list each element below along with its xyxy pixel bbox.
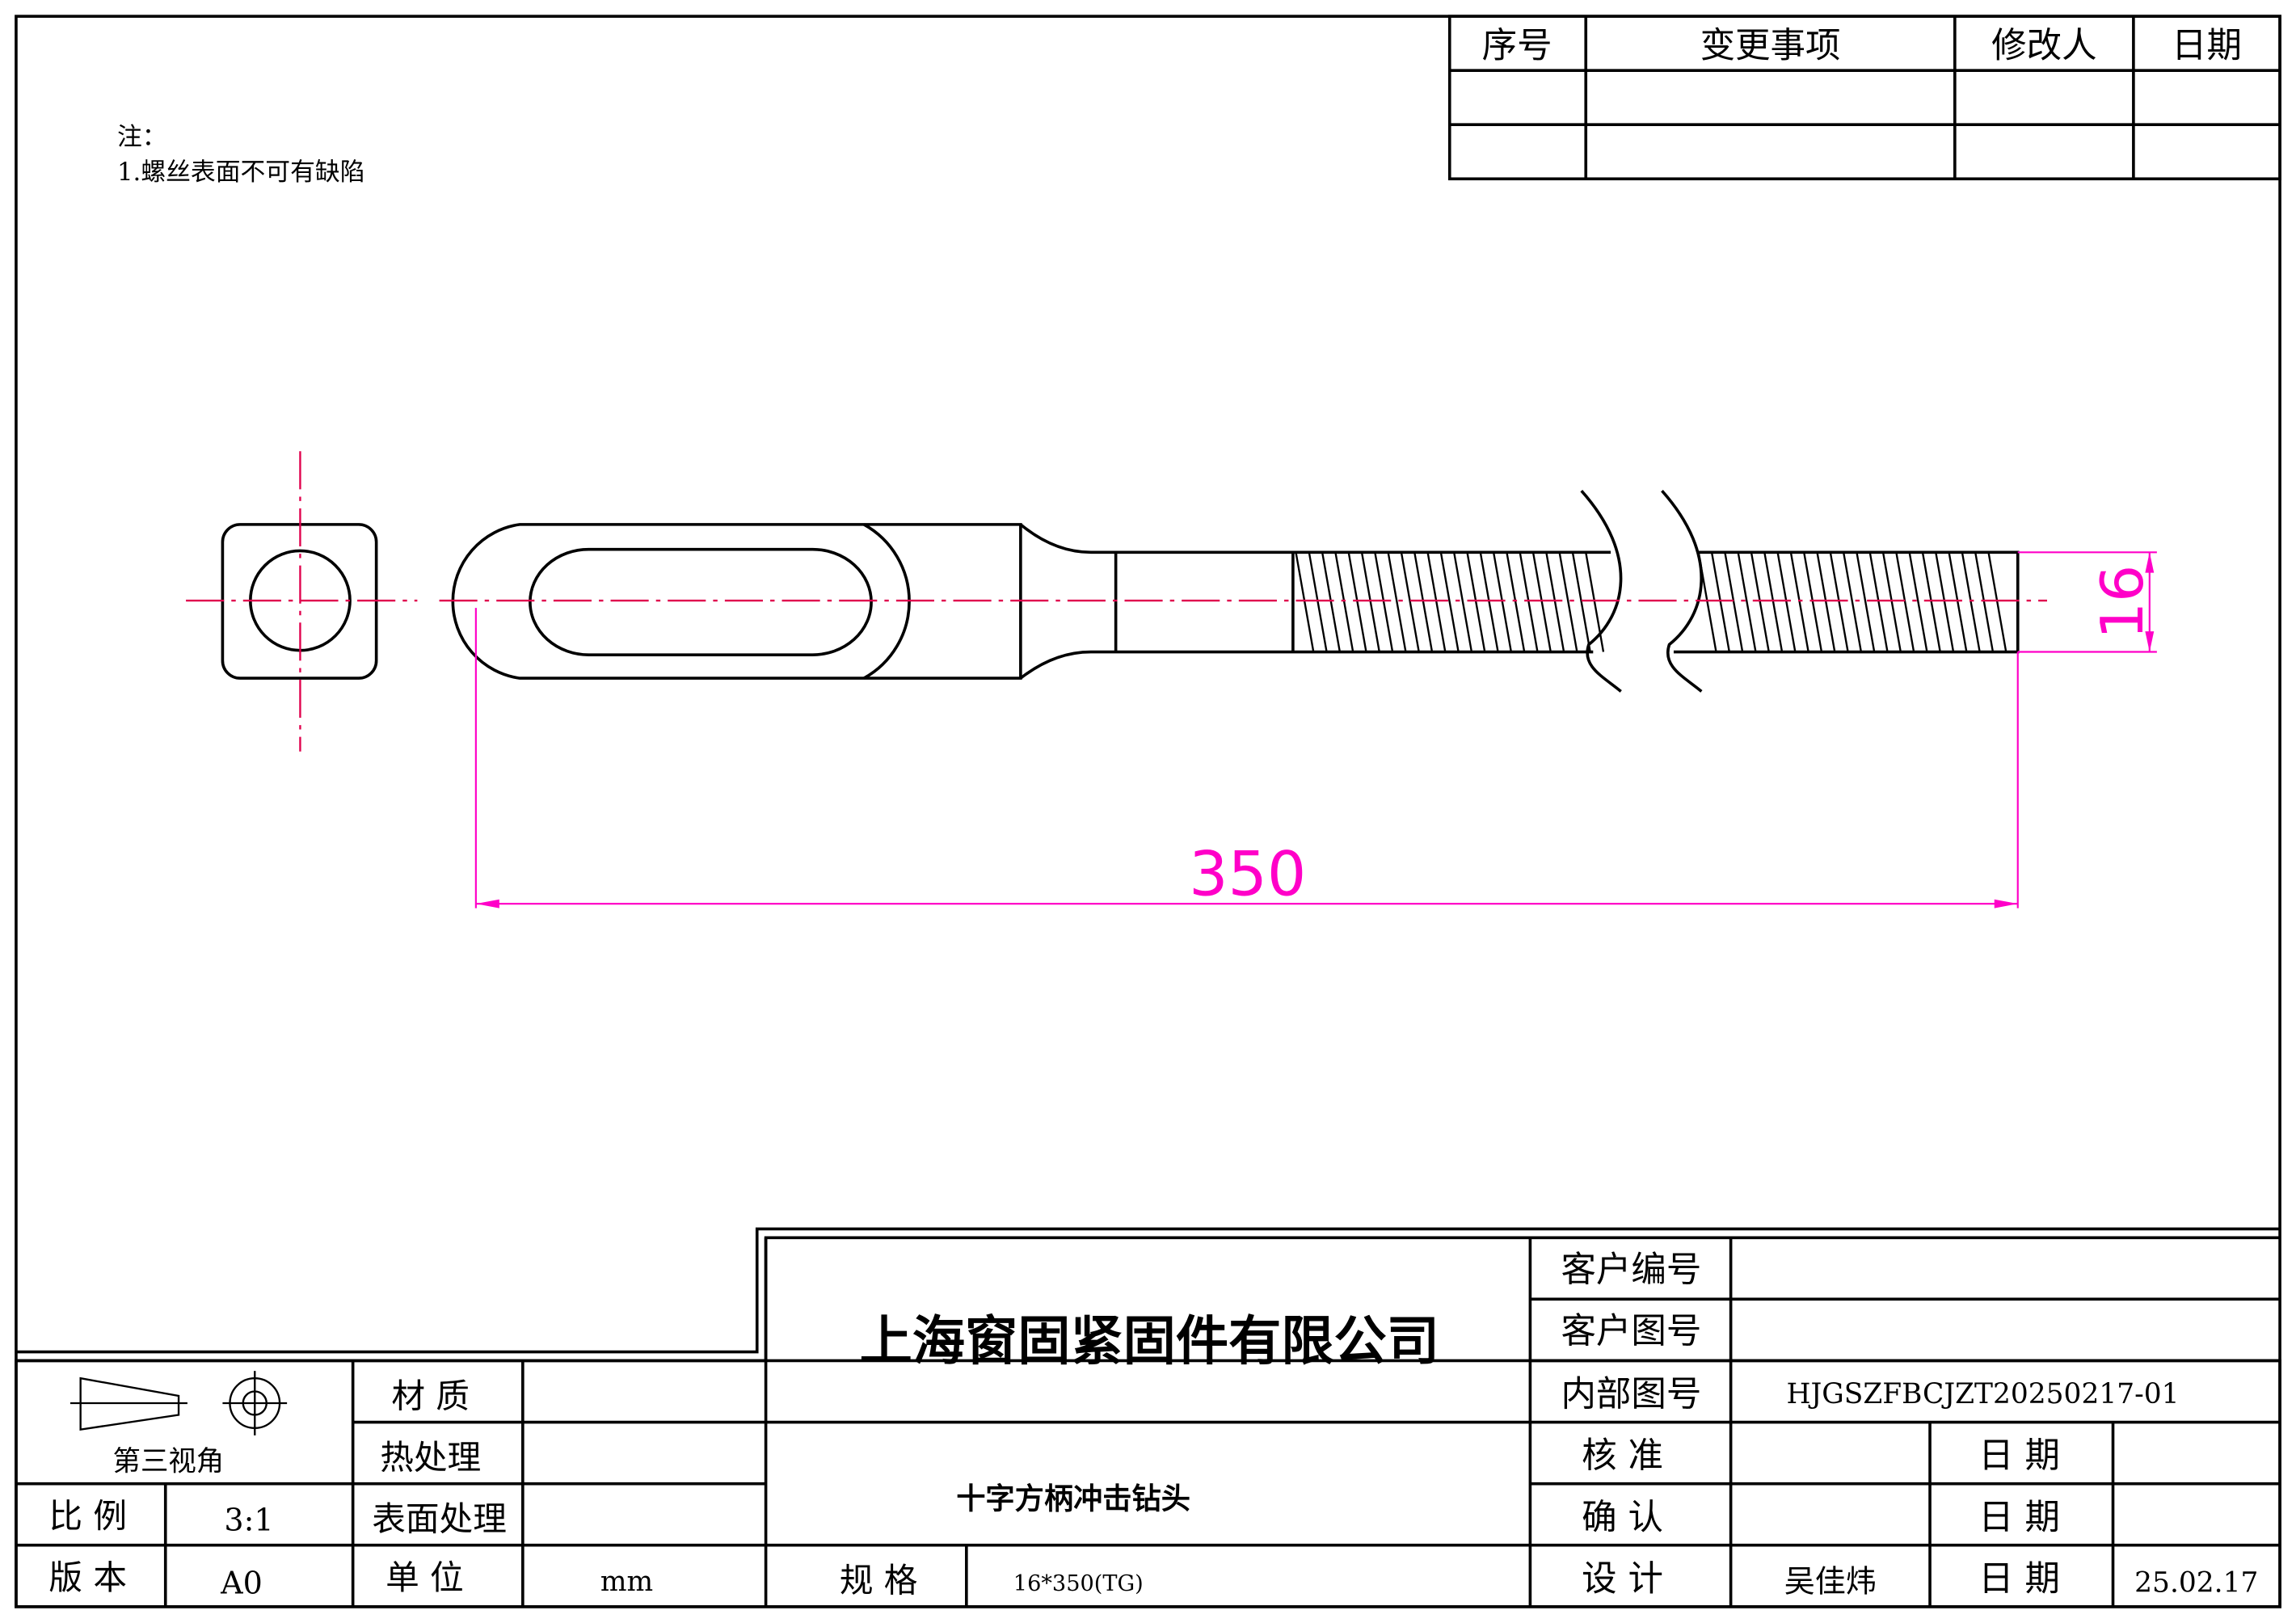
design-date-label: 日 期 [1978,1559,2060,1600]
thread-line [1347,552,1367,652]
thread-line [1413,552,1434,652]
thread-line [1453,552,1473,652]
confirm-date-label: 日 期 [1978,1498,2060,1538]
dimension-length: 350 [474,608,2019,909]
spec-value: 16*350(TG) [1013,1571,1144,1596]
scale-label: 比 例 [48,1496,127,1536]
thread-line [1856,552,1876,652]
designer-name: 吴佳炜 [1784,1564,1877,1600]
thread-line [1295,552,1315,652]
thread-line [1426,552,1447,652]
thread-line [1321,552,1342,652]
side-view [439,489,2047,693]
customer-drawing-label: 客户图号 [1561,1312,1701,1352]
check-label: 核 准 [1582,1436,1663,1477]
rev-header-editor: 修改人 [1991,26,2096,66]
thread-line [1987,552,2007,652]
thread-line [1334,552,1354,652]
part-name: 十字方柄冲击钻头 [956,1481,1190,1516]
end-view [186,451,418,752]
material-label: 材 质 [391,1376,470,1415]
unit-label: 单 位 [385,1558,464,1597]
dimension-length-value: 350 [1189,837,1306,909]
design-date-value: 25.02.17 [2134,1567,2258,1600]
projection-label: 第三视角 [113,1445,225,1478]
thread-line [1842,552,1863,652]
heat-treatment-label: 热处理 [380,1438,481,1478]
thread-line [1974,552,1995,652]
internal-drawing-value: HJGSZFBCJZT20250217-01 [1786,1378,2179,1410]
company-name: 上海窗固紧固件有限公司 [860,1311,1439,1372]
thread-line [1439,552,1460,652]
rev-header-no: 序号 [1482,26,1552,66]
thread-line [1710,552,1730,652]
scale-value: 3:1 [224,1503,273,1538]
thread-line [1816,552,1836,652]
thread-line [1895,552,1915,652]
thread-line [1803,552,1823,652]
thread-line [1789,552,1809,652]
unit-value: mm [600,1566,653,1598]
thread-line [1737,552,1757,652]
version-value: A0 [220,1566,263,1601]
thread-line [1961,552,1981,652]
customer-no-label: 客户编号 [1561,1250,1701,1291]
check-date-label: 日 期 [1978,1436,2060,1477]
confirm-label: 确 认 [1582,1498,1663,1538]
title-block: 第三视角 材 质 热处理 表面处理 比 例 3:1 版 本 A0 单 位 mm … [15,1227,2281,1608]
dimension-diameter-value: 16 [2089,565,2157,639]
version-label: 版 本 [48,1558,127,1597]
third-angle-projection-icon [70,1371,288,1435]
rev-header-change: 变更事项 [1700,26,1841,66]
thread-line [1776,552,1797,652]
thread-line [1881,552,1902,652]
design-label: 设 计 [1582,1559,1663,1600]
thread-line [1387,552,1407,652]
thread-line [1466,552,1486,652]
thread-line [1545,552,1565,652]
thread-line [1868,552,1889,652]
thread-line [1935,552,1955,652]
thread-line [1374,552,1394,652]
thread-line [1948,552,1968,652]
rev-header-date: 日期 [2172,26,2242,66]
thread-line [1724,552,1744,652]
thread-line [1750,552,1770,652]
thread-line [1479,552,1499,652]
dimension-diameter: 16 [2017,551,2157,653]
thread-line [1360,552,1380,652]
thread-line [1763,552,1784,652]
surface-treatment-label: 表面处理 [372,1499,507,1539]
thread-line [1308,552,1328,652]
thread-line [1400,552,1420,652]
spec-label: 规 格 [840,1561,918,1600]
thread-line [1492,552,1513,652]
thread-line [1921,552,1941,652]
thread-line [1531,552,1552,652]
revision-table: 序号 变更事项 修改人 日期 [1447,15,2281,181]
thread-line [1585,552,1605,652]
thread-line [1571,552,1591,652]
thread-line [1829,552,1849,652]
internal-drawing-label: 内部图号 [1561,1375,1701,1415]
note-1: 1.螺丝表面不可有缺陷 [117,158,365,187]
thread-line [1506,552,1526,652]
thread-line [1697,552,1717,652]
notes-title: 注： [117,123,167,152]
thread-line [1519,552,1539,652]
thread-line [1908,552,1928,652]
thread-line [1558,552,1578,652]
